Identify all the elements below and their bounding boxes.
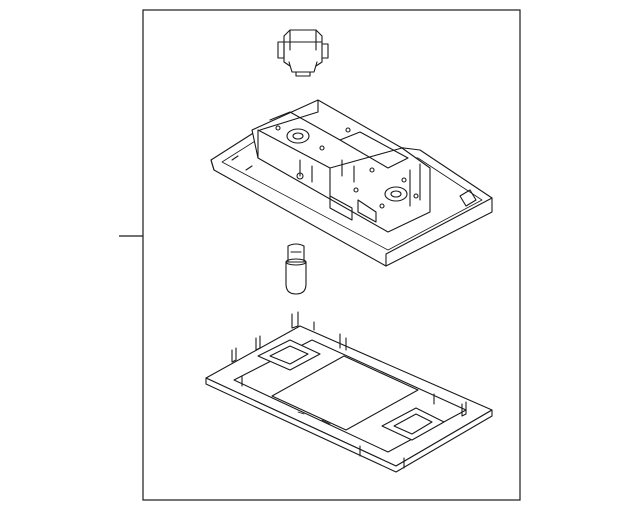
assembly-frame	[142, 9, 521, 501]
map-lamp-housing[interactable]	[210, 99, 493, 267]
lens-cover[interactable]	[205, 311, 493, 473]
bulb-socket[interactable]	[277, 29, 329, 77]
bulb[interactable]	[285, 243, 307, 295]
